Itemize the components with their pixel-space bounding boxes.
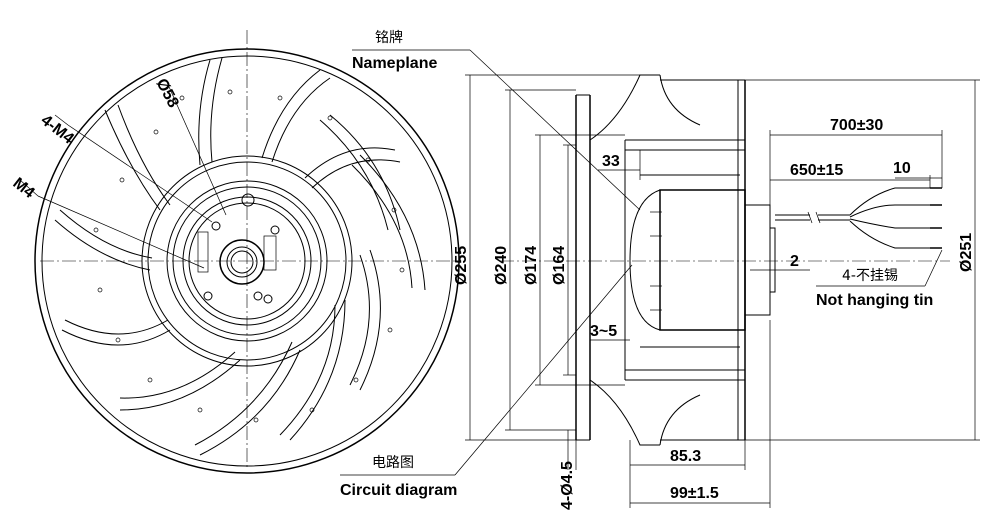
nameplate-cn-label: 铭牌 [375,29,403,46]
front-view [19,30,460,474]
dim-holes: 4-Ø4.5 [559,461,576,510]
dim-99: 99±1.5 [670,485,719,502]
circuit-en-label: Circuit diagram [340,482,457,499]
tin-en-label: Not hanging tin [816,292,933,309]
dim-650: 650±15 [790,162,843,179]
nameplate-en-label: Nameplane [352,55,437,72]
dim-255: Ø255 [453,246,470,285]
circuit-cn-label: 电路图 [372,455,414,471]
dim-2: 2 [790,253,799,270]
dim-251: Ø251 [958,233,975,272]
dim-174: Ø174 [523,246,540,285]
dimension-lines [340,49,980,508]
dim-85: 85.3 [670,448,701,465]
impeller-blades [54,57,426,456]
dim-10: 10 [893,160,911,177]
rivet-dots [93,89,405,423]
screw-m4-label: M4 [10,175,38,202]
dim-240: Ø240 [493,246,510,285]
dim-700: 700±30 [830,117,883,134]
dim-33: 33 [602,153,620,170]
tin-cn-label: 4-不挂锡 [842,268,898,284]
dim-3-5: 3~5 [590,323,617,340]
side-view [500,74,950,446]
dim-164: Ø164 [551,246,568,285]
